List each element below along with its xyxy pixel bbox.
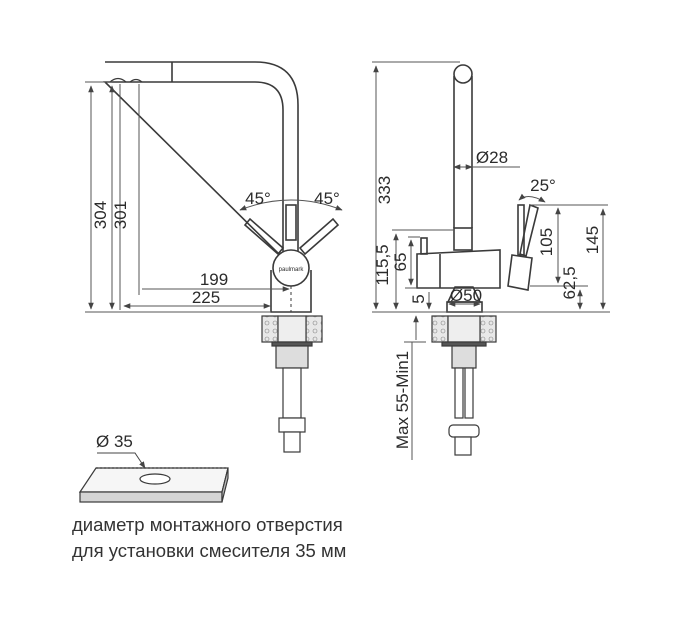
front-spout <box>103 61 299 260</box>
front-view <box>103 61 343 313</box>
caption: диаметр монтажного отверстия для установ… <box>72 512 346 564</box>
hole-diameter-label: Ø 35 <box>96 432 133 451</box>
dim-199: 199 <box>200 270 228 289</box>
dim-145: 145 <box>583 226 602 254</box>
side-view <box>416 64 539 313</box>
dim-304: 304 <box>91 201 110 229</box>
dim-301: 301 <box>111 201 130 229</box>
dim-225: 225 <box>192 288 220 307</box>
side-mounting-fittings <box>431 315 497 456</box>
front-dimension-lines <box>85 81 290 313</box>
dim-angle-left: 45° <box>245 189 271 208</box>
mounting-hole-detail <box>78 452 229 503</box>
dim-diameter-28: Ø28 <box>476 148 508 167</box>
dim-62-5: 62,5 <box>560 266 579 299</box>
caption-line-1: диаметр монтажного отверстия <box>72 514 343 535</box>
dim-105: 105 <box>537 228 556 256</box>
dim-65: 65 <box>391 253 410 272</box>
caption-line-2: для установки смесителя 35 мм <box>72 540 347 561</box>
dim-angle-25: 25° <box>530 176 556 195</box>
brand-label: paulmark <box>279 267 305 273</box>
dim-diameter-50: Ø50 <box>450 286 482 305</box>
dim-115-5: 115,5 <box>373 244 392 285</box>
side-dimension-lines <box>372 61 610 460</box>
front-mounting-fittings <box>261 315 323 453</box>
dim-5: 5 <box>409 294 428 303</box>
dim-countertop: Max 55-Min1 <box>393 351 412 449</box>
dim-333: 333 <box>375 176 394 204</box>
dim-angle-right: 45° <box>314 189 340 208</box>
